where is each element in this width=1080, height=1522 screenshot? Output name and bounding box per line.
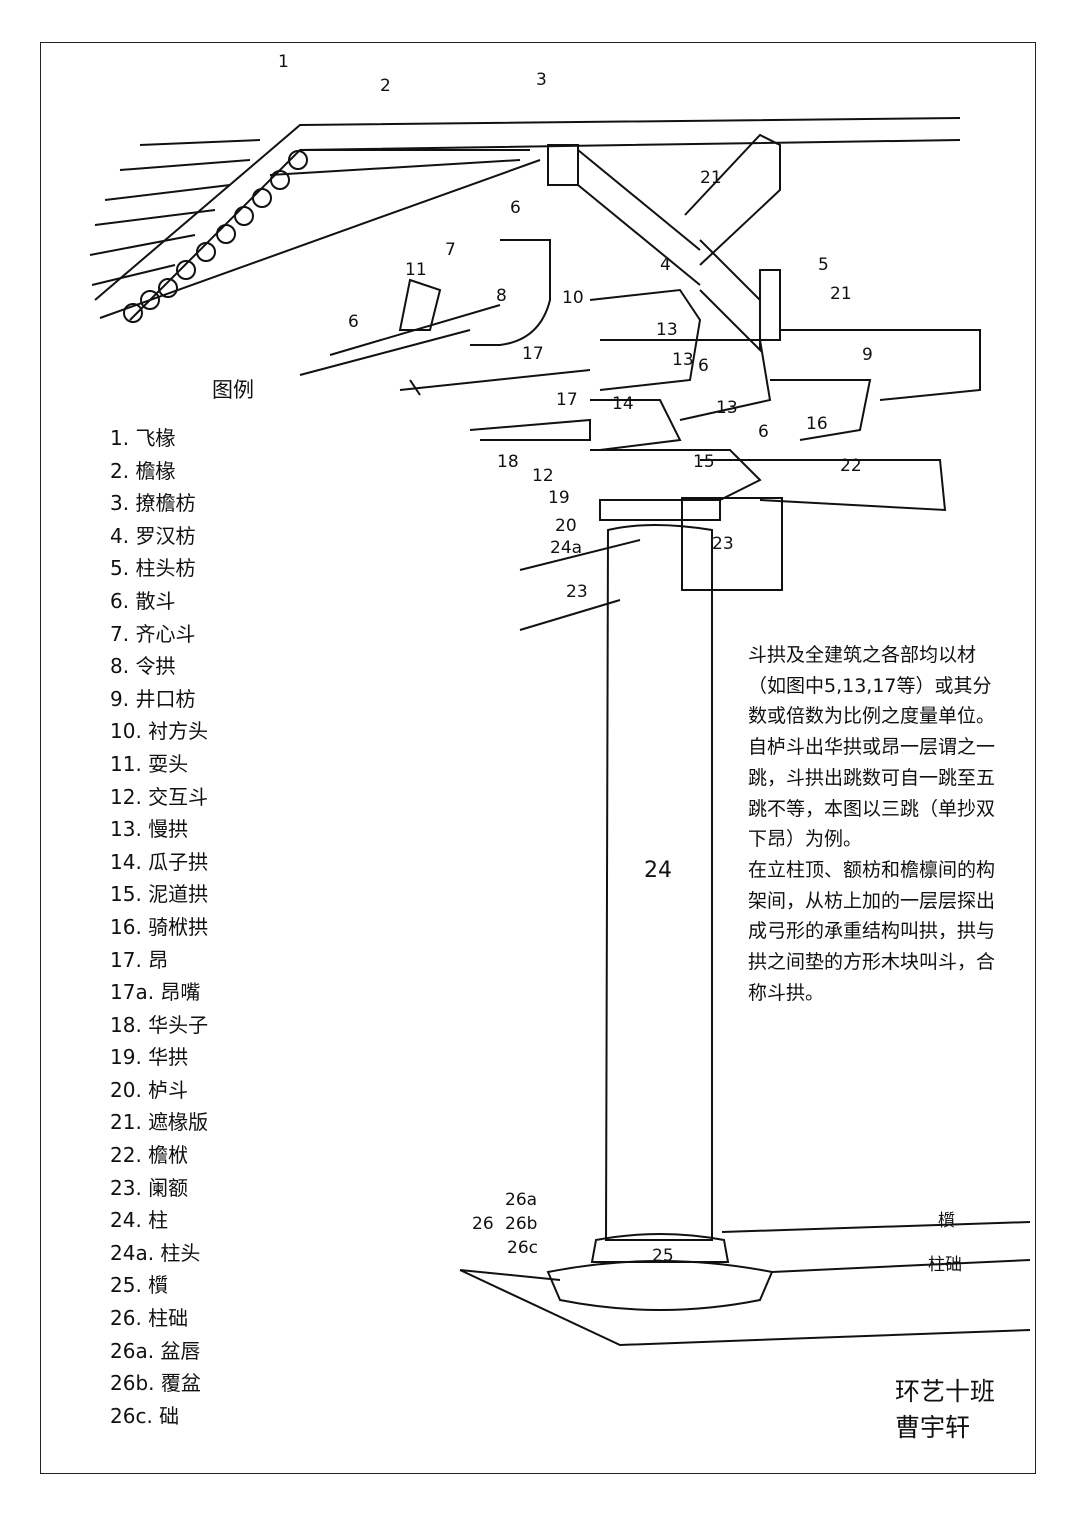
callout-25: 25 <box>652 1246 674 1266</box>
callout-23: 23 <box>566 582 588 602</box>
bracket-arms <box>299 239 872 521</box>
legend-item: 19. 华拱 <box>110 1045 189 1070</box>
legend-item: 25. 櫍 <box>110 1273 169 1298</box>
callout-4: 4 <box>660 255 671 275</box>
legend-item: 12. 交互斗 <box>110 784 209 809</box>
callout-18: 18 <box>497 452 519 472</box>
legend-item: 26a. 盆唇 <box>110 1338 201 1363</box>
callout-14: 14 <box>612 394 634 414</box>
callout-7: 7 <box>445 240 456 260</box>
legend-item: 17. 昂 <box>110 947 169 972</box>
legend-item: 26c. 础 <box>110 1403 180 1428</box>
legend-item: 24. 柱 <box>110 1208 169 1233</box>
page-frame <box>40 42 1036 1474</box>
callout-3: 3 <box>536 70 547 90</box>
callout-5: 5 <box>818 255 829 275</box>
legend-item: 20. 栌斗 <box>110 1077 189 1102</box>
callout-21: 21 <box>830 284 852 304</box>
callout-26: 26 <box>472 1214 494 1234</box>
callout-26a: 26a <box>505 1190 538 1210</box>
callout-6: 6 <box>698 356 709 376</box>
callout-24a: 24a <box>550 538 583 558</box>
legend-item: 10. 衬方头 <box>110 719 209 744</box>
description-note: 斗拱及全建筑之各部均以材（如图中5,13,17等）或其分数或倍数为比例之度量单位… <box>748 640 998 1008</box>
callout-21: 21 <box>700 168 722 188</box>
legend-item: 24a. 柱头 <box>110 1240 201 1265</box>
callout-17: 17 <box>556 390 578 410</box>
callout-19: 19 <box>548 488 570 508</box>
legend-list: 1. 飞椽 2. 檐椽 3. 撩檐枋 4. 罗汉枋 5. 柱头枋 6. 散斗 7. 齐心斗 8… <box>110 422 208 1432</box>
legend-item: 9. 井口枋 <box>110 686 196 711</box>
callout-8: 8 <box>496 286 507 306</box>
legend-title: 图例 <box>212 378 254 402</box>
note-paragraph-2: 在立柱顶、额枋和檐檩间的构架间，从枋上加的一层层探出成弓形的承重结构叫拱，拱与拱… <box>748 858 996 1004</box>
callout-6: 6 <box>510 198 521 218</box>
callout-17: 17 <box>522 344 544 364</box>
legend-item: 7. 齐心斗 <box>110 621 196 646</box>
callout-11: 11 <box>405 260 427 280</box>
callout-9: 9 <box>862 345 873 365</box>
legend-item: 11. 耍头 <box>110 751 189 776</box>
callout-6: 6 <box>348 312 359 332</box>
callout-15: 15 <box>693 452 715 472</box>
legend-item: 4. 罗汉枋 <box>110 523 196 548</box>
callout-13: 13 <box>672 350 694 370</box>
legend-item: 1. 飞椽 <box>110 426 176 450</box>
callout-10: 10 <box>562 288 584 308</box>
legend-item: 2. 檐椽 <box>110 458 176 483</box>
signature: 环艺十班 曹宇轩 <box>895 1374 995 1446</box>
callout-22: 22 <box>840 456 862 476</box>
callout-24: 24 <box>644 858 672 883</box>
legend-item: 22. 檐栿 <box>110 1143 189 1168</box>
callout-16: 16 <box>806 414 828 434</box>
label-column-base: 柱础 <box>928 1255 962 1275</box>
legend-item: 21. 遮椽版 <box>110 1110 209 1135</box>
rafters <box>89 117 961 323</box>
legend-item: 23. 阑额 <box>110 1175 189 1200</box>
legend-item: 26. 柱础 <box>110 1306 189 1331</box>
legend-item: 26b. 覆盆 <box>110 1371 201 1396</box>
callout-13: 13 <box>656 320 678 340</box>
legend-item: 5. 柱头枋 <box>110 556 196 581</box>
callout-6: 6 <box>758 422 769 442</box>
callout-26c: 26c <box>507 1238 538 1258</box>
callout-23: 23 <box>712 534 734 554</box>
callout-12: 12 <box>532 466 554 486</box>
beams <box>519 133 981 631</box>
legend-item: 18. 华头子 <box>110 1012 209 1037</box>
legend-item: 15. 泥道拱 <box>110 882 209 907</box>
legend-item: 16. 骑栿拱 <box>110 914 209 939</box>
note-paragraph-1: 斗拱及全建筑之各部均以材（如图中5,13,17等）或其分数或倍数为比例之度量单位… <box>748 644 996 851</box>
callout-20: 20 <box>555 516 577 536</box>
callout-26b: 26b <box>505 1214 538 1234</box>
legend-item: 6. 散斗 <box>110 588 176 613</box>
callout-13: 13 <box>716 398 738 418</box>
legend-item: 3. 撩檐枋 <box>110 491 196 516</box>
legend-item: 14. 瓜子拱 <box>110 849 209 874</box>
callout-2: 2 <box>380 76 391 96</box>
legend-item: 17a. 昂嘴 <box>110 980 201 1005</box>
signature-name: 曹宇轩 <box>895 1413 971 1442</box>
column <box>459 524 1031 1347</box>
legend-item: 8. 令拱 <box>110 654 176 679</box>
label-zhi: 櫍 <box>938 1211 955 1231</box>
signature-class: 环艺十班 <box>895 1377 996 1406</box>
callout-1: 1 <box>278 52 289 72</box>
legend-item: 13. 慢拱 <box>110 817 189 842</box>
